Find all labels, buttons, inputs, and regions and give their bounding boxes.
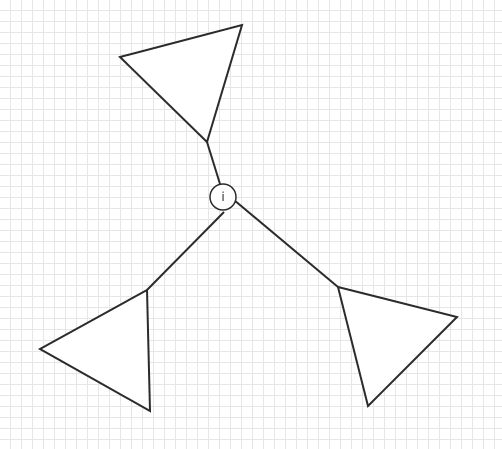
triangle-bottom-left[interactable] <box>37 288 152 413</box>
triangle-bottom-right[interactable] <box>336 285 459 408</box>
triangle-top[interactable] <box>118 23 244 144</box>
connector-bottom-right <box>233 199 339 288</box>
center-node[interactable]: i <box>209 183 237 211</box>
connector-bottom-left <box>146 211 225 291</box>
connector-top <box>206 141 221 185</box>
center-node-circle <box>209 183 237 211</box>
center-node-label: i <box>221 190 224 204</box>
